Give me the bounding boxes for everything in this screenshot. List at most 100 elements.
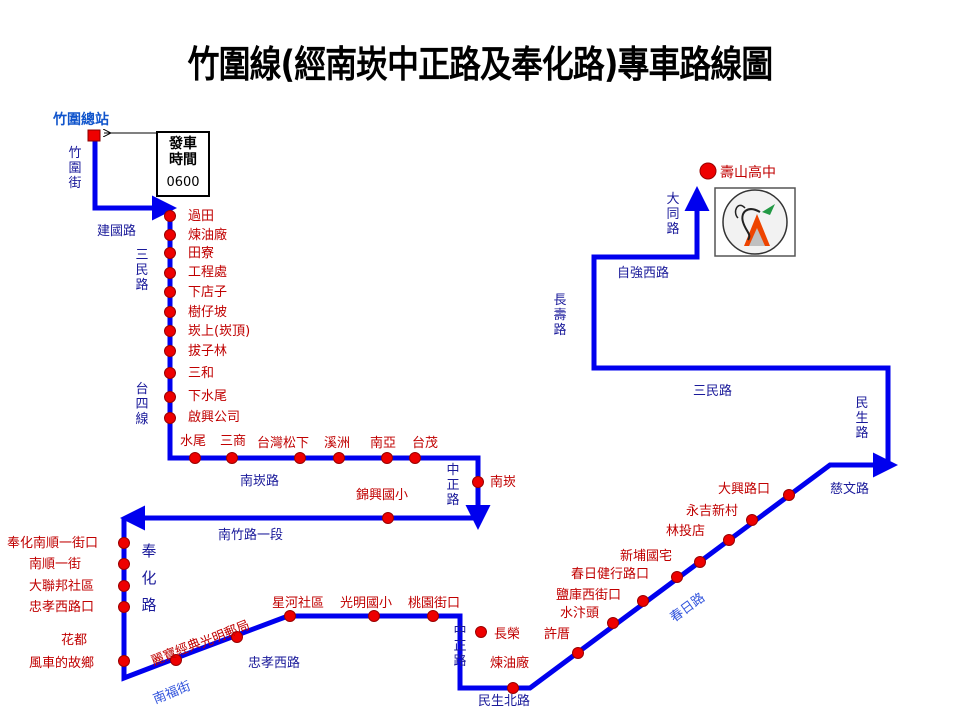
road-sanmin-2: 三民路: [693, 384, 733, 399]
stop-label-tianliao: 田寮: [188, 246, 215, 261]
segment-zhuwei-street: [92, 138, 177, 221]
stop-label-chunri-jianxing: 春日健行路口: [571, 567, 650, 582]
stop-label-xiadianzi: 下店子: [188, 285, 228, 300]
stop-label-zhongxiao-w-kou: 忠孝西路口: [29, 600, 95, 615]
stop-label-bazilin: 拔子林: [188, 344, 228, 359]
map-title: 竹圍線(經南崁中正路及奉化路)專車路線圖: [187, 43, 774, 86]
stop-dot-lintou: [723, 534, 735, 546]
stop-dot-bazilin: [164, 345, 176, 357]
start-marker: [87, 129, 101, 142]
stop-dot-xiashuiwei: [164, 391, 176, 403]
road-ziqiang-w: 自強西路: [617, 266, 670, 281]
stop-dot-qixing: [164, 412, 176, 424]
stop-label-taoyuan-kou: 桃園街口: [408, 596, 461, 611]
stop-dot-sanhe: [164, 367, 176, 379]
stop-label-daxing: 大興路口: [718, 482, 771, 497]
departure-label: 發車時間: [169, 136, 197, 168]
stop-label-sanhe: 三和: [188, 366, 215, 381]
stop-dot-shuibian: [607, 617, 619, 629]
stop-label-yongji: 永吉新村: [686, 504, 739, 519]
stop-dot-zhongxiao-w-kou: [118, 601, 130, 613]
stop-dot-lianyouchang: [164, 229, 176, 241]
road-zhongzheng-1: 中正路: [446, 463, 460, 508]
school-logo: [714, 187, 796, 257]
stop-dot-xizhou: [333, 452, 345, 464]
stop-label-taiwan-songxia: 台灣松下: [257, 436, 310, 451]
stop-label-guangming-school: 光明國小: [340, 596, 393, 611]
stop-dot-lianyouchang-2: [507, 682, 519, 694]
road-zhongzheng-2: 中正路: [453, 624, 467, 669]
stop-label-fenghua-nanshun1: 奉化南順一街口: [7, 536, 99, 551]
stop-dot-daxing: [783, 489, 795, 501]
stop-dot-taiwan-songxia: [294, 452, 306, 464]
stop-label-yanku-w: 鹽庫西街口: [556, 588, 622, 603]
road-nanzhu: 南竹路一段: [218, 528, 284, 543]
stop-dot-tianliao: [164, 247, 176, 259]
stop-dot-gongchengchu: [164, 267, 176, 279]
stop-label-sanshang: 三商: [220, 434, 247, 449]
start-station-label: 竹圍總站: [53, 112, 109, 128]
stop-dot-nankan: [472, 476, 484, 488]
road-fenghua: 奉化路: [141, 542, 157, 614]
stop-label-guotian: 過田: [188, 209, 215, 224]
stop-dot-fenghua-nanshun1: [118, 537, 130, 549]
road-nankan: 南崁路: [240, 474, 280, 489]
stop-dot-sanshang: [226, 452, 238, 464]
stop-label-xinghe: 星河社區: [272, 596, 325, 611]
stop-label-xinpu: 新埔國宅: [620, 549, 673, 564]
stop-label-taimao: 台茂: [412, 436, 439, 451]
stop-dot-dalianbang: [118, 580, 130, 592]
road-zhongxiao-w: 忠孝西路: [248, 656, 301, 671]
stop-dot-changrong: [475, 626, 487, 638]
stop-dot-taimao: [409, 452, 421, 464]
stop-label-shuzipo: 樹仔坡: [188, 305, 228, 320]
stop-dot-nanshun1: [118, 558, 130, 570]
stop-dot-chunri-jianxing: [671, 571, 683, 583]
stop-label-lianyouchang: 煉油廠: [188, 228, 228, 243]
stop-dot-guangming-school: [368, 610, 380, 622]
stop-dot-yanku-w: [637, 595, 649, 607]
stop-label-huadu-2: 風車的故鄉: [29, 656, 95, 671]
stop-label-qixing: 啟興公司: [188, 410, 241, 425]
stop-label-xiashuiwei: 下水尾: [188, 389, 228, 404]
stop-dot-xinpu: [694, 556, 706, 568]
stop-dot-taoyuan-kou: [427, 610, 439, 622]
stop-dot-jinxing: [382, 512, 394, 524]
stop-dot-kanshang: [164, 325, 176, 337]
stop-label-changrong: 長榮: [494, 627, 521, 642]
stop-dot-xinghe: [284, 610, 296, 622]
destination-marker: [699, 162, 717, 180]
stop-dot-shuiwei: [189, 452, 201, 464]
road-zhuwei-street: 竹圍街: [68, 146, 82, 191]
stop-label-lianyouchang-2: 煉油廠: [490, 656, 530, 671]
stop-dot-yongji: [746, 514, 758, 526]
stop-label-huadu-1: 花都: [61, 633, 88, 648]
segment-fenghua: [121, 452, 898, 691]
stop-dot-xucuo: [572, 647, 584, 659]
stop-label-nanshun1: 南順一街: [29, 557, 82, 572]
stop-dot-guangming-post: [231, 631, 243, 643]
stop-label-kanshang: 崁上(崁頂): [188, 324, 251, 339]
road-changshou: 長壽路: [553, 293, 567, 338]
stop-label-nanya: 南亞: [370, 436, 397, 451]
stop-dot-libao: [170, 654, 182, 666]
road-taisi: 台四線: [135, 382, 149, 427]
road-minsheng-n: 民生北路: [478, 694, 531, 709]
stop-dot-nanya: [381, 452, 393, 464]
stop-label-gongchengchu: 工程處: [188, 265, 228, 280]
stop-label-dalianbang: 大聯邦社區: [29, 579, 95, 594]
segment-taisi: [167, 210, 491, 530]
stop-label-xucuo: 許厝: [544, 627, 571, 642]
road-ciwen: 慈文路: [830, 482, 870, 497]
stop-dot-guotian: [164, 210, 176, 222]
stop-dot-huadu: [118, 655, 130, 667]
stop-label-shuiwei: 水尾: [180, 434, 207, 449]
destination-label: 壽山高中: [720, 165, 776, 181]
stop-label-nankan: 南崁: [490, 475, 517, 490]
stop-label-jinxing: 錦興國小: [356, 488, 409, 503]
departure-time: 0600: [166, 175, 200, 190]
road-sanmin-1: 三民路: [135, 248, 149, 293]
road-minsheng: 民生路: [855, 396, 869, 441]
stop-label-shuibian: 水汴頭: [560, 606, 600, 621]
